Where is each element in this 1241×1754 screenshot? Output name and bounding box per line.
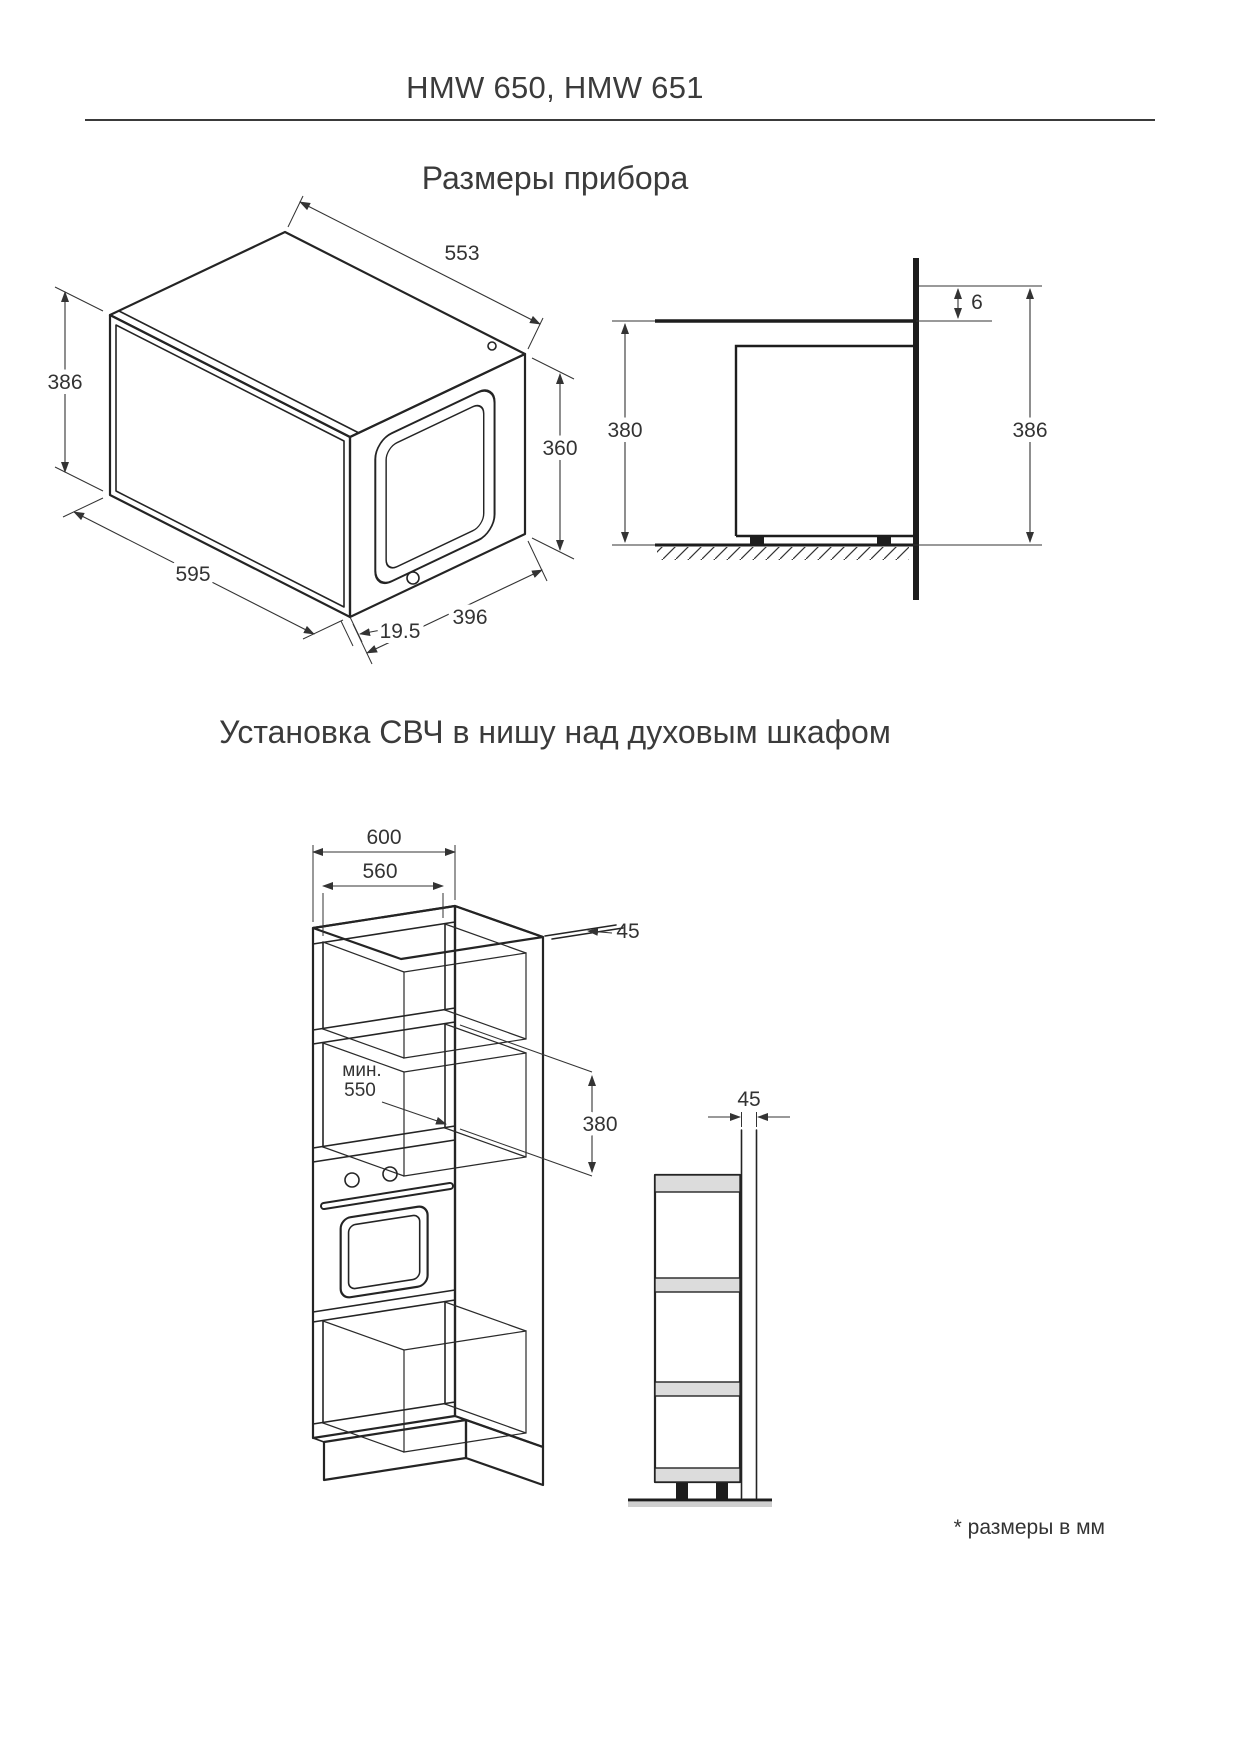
oven-knob (344, 1172, 360, 1188)
mw-door-window (374, 389, 496, 585)
microwave-niche-interior (322, 1023, 527, 1177)
microwave-isometric-drawing: 553 386 360 595 396 19.5 (42, 195, 583, 665)
cabinet-foot (716, 1483, 728, 1499)
cabinet-plinth (312, 1415, 545, 1487)
oven-front (320, 1166, 454, 1299)
compartment-bottom-interior (322, 1301, 527, 1453)
dim-rear-gap-label: 45 (616, 920, 639, 943)
page-title: HMW 650, HMW 651 (406, 70, 704, 105)
shelf-section (654, 1277, 741, 1293)
dim-left-height-label: 386 (47, 371, 82, 394)
section-dimensions-heading: Размеры прибора (421, 160, 689, 196)
dim-top-gap-label: 6 (971, 291, 983, 314)
dim-top-width-label: 553 (444, 242, 479, 265)
dim-right-height-label: 360 (542, 437, 577, 460)
cabinet-foot (676, 1483, 688, 1499)
mw-side-face (348, 352, 527, 619)
mw-door-seam (118, 310, 360, 434)
compartment-top-interior (322, 923, 527, 1059)
min-depth-value: 550 (344, 1080, 376, 1101)
units-footnote: * размеры в мм (953, 1516, 1105, 1539)
oven-knob (382, 1166, 398, 1182)
dim-door-depth-label: 19.5 (380, 620, 421, 643)
cabinet-side-outline (653, 1173, 742, 1484)
dim-front-width-label: 595 (175, 563, 210, 586)
top-panel-section (654, 1174, 741, 1193)
bottom-panel-section (654, 1467, 741, 1483)
cabinet-side-face (453, 904, 545, 1449)
appliance-foot (877, 536, 891, 545)
dim-outer-height-label: 386 (1012, 419, 1047, 442)
cabinet-isometric-drawing: 600 560 45 мин. 550 380 (311, 826, 640, 1487)
ground-hatching (657, 547, 909, 560)
min-depth-word: мин. (342, 1060, 381, 1081)
mw-hinge-knob (487, 341, 497, 351)
shelf-section (654, 1381, 741, 1397)
dim-side-depth-label: 396 (452, 606, 487, 629)
cabinet-side-view-drawing: 45 (628, 1088, 790, 1507)
mw-front-face (108, 313, 352, 619)
dim-outer-width-label: 600 (366, 826, 401, 849)
oven-door-window (339, 1205, 429, 1299)
rear-spacer-strip (544, 924, 624, 940)
section-install-heading: Установка СВЧ в нишу над духовым шкафом (219, 714, 891, 750)
dim-inner-width-label: 560 (362, 860, 397, 883)
mw-door-button (406, 571, 420, 585)
dim-niche-height-label: 380 (607, 419, 642, 442)
dim-spacer-width-label: 45 (737, 1088, 760, 1111)
title-divider (85, 119, 1155, 121)
appliance-body-section (734, 344, 913, 536)
niche-section-drawing: 380 6 386 (602, 258, 1053, 600)
floor-shadow (628, 1502, 772, 1507)
appliance-foot (750, 536, 764, 545)
mw-door-panel (115, 324, 345, 608)
dim-niche-height-label: 380 (582, 1113, 617, 1136)
